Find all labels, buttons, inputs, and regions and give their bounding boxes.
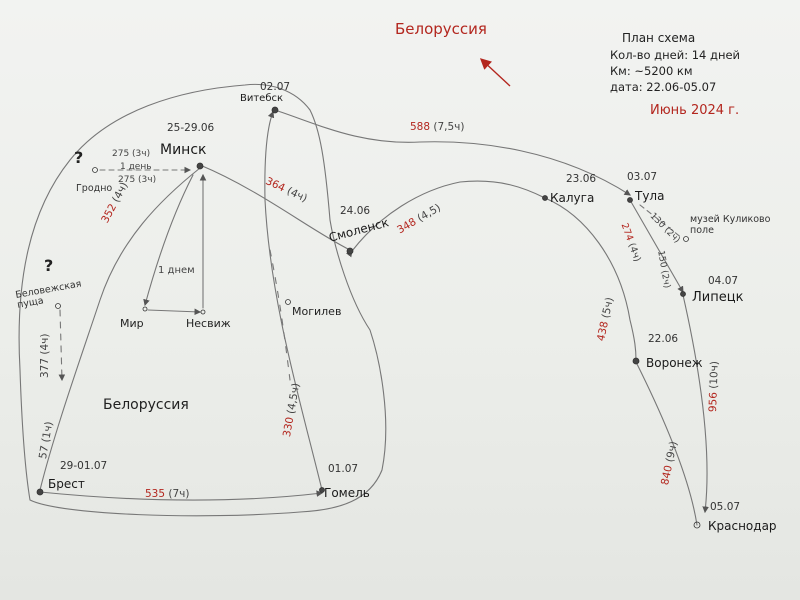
- gomel-date: 01.07: [328, 463, 359, 475]
- voronezh-label: Воронеж: [646, 356, 703, 370]
- nesvizh-marker: [200, 309, 206, 315]
- museum-label: музей Куликово поле: [690, 214, 771, 236]
- route-kaluga-voronezh: [544, 197, 637, 361]
- brest-label: Брест: [48, 477, 85, 491]
- voronezh-marker: [632, 357, 640, 365]
- route-minsk-smolensk: [199, 164, 351, 251]
- grodno-label: Гродно: [76, 183, 113, 194]
- plan-days: Кол-во дней: 14 дней: [610, 48, 741, 62]
- gomel-marker: [319, 487, 325, 493]
- brest-marker: [36, 488, 44, 496]
- minsk-marker: [196, 162, 204, 170]
- kaluga-marker: [542, 195, 548, 201]
- lipetsk-label: Липецк: [692, 290, 744, 305]
- brest-date: 29-01.07: [60, 460, 108, 472]
- north-arrow: [479, 58, 511, 87]
- route-vitebsk-tula: [274, 109, 631, 196]
- plan-month: Июнь 2024 г.: [650, 103, 740, 118]
- belarus-border: [18, 83, 387, 517]
- route-lipetsk-krasnodar: [682, 294, 709, 514]
- gomel-label: Гомель: [324, 486, 370, 500]
- leg-grodno-back: 275 (3ч): [118, 175, 157, 185]
- smolensk-date: 24.06: [340, 205, 371, 217]
- route-tula-lipetsk: [629, 199, 684, 293]
- grodno-question: ?: [74, 148, 84, 167]
- minsk-date: 25-29.06: [167, 122, 215, 134]
- route-smolensk-kaluga: [346, 180, 546, 258]
- route-tula-museum: [639, 204, 683, 239]
- kaluga-date: 23.06: [566, 173, 597, 185]
- plan-dates: дата: 22.06-05.07: [610, 80, 717, 94]
- route-mogilev-dashed: [269, 249, 291, 381]
- leg-grodno-minsk: 275 (3ч): [112, 149, 151, 159]
- lipetsk-date: 04.07: [708, 275, 739, 287]
- voronezh-date: 22.06: [648, 333, 679, 345]
- leg-grodno-note: 1 день: [120, 162, 152, 172]
- map-title: Белоруссия: [395, 20, 487, 38]
- nesvizh-label: Несвиж: [186, 317, 231, 330]
- lipetsk-marker: [680, 291, 686, 297]
- grodno-marker: [92, 167, 98, 173]
- kaluga-label: Калуга: [550, 191, 595, 205]
- tula-date: 03.07: [627, 171, 658, 183]
- mir-label: Мир: [120, 317, 144, 330]
- country-label: Белоруссия: [103, 397, 189, 413]
- tula-marker: [627, 197, 633, 203]
- mogilev-label: Могилев: [292, 305, 342, 318]
- tula-label: Тула: [635, 189, 665, 203]
- route-minsk-brest: [39, 167, 201, 491]
- leg-brest-gomel: 535 (7ч): [145, 488, 190, 500]
- belovezh-question: ?: [44, 256, 54, 275]
- route-voronezh-krasnodar: [635, 361, 698, 526]
- mir-marker: [142, 306, 148, 312]
- route-mir-nesvizh: [147, 308, 202, 316]
- route-brest-gomel: [39, 490, 324, 501]
- route-minsk-mir: [143, 174, 194, 307]
- route-gomel-vitebsk: [264, 110, 323, 491]
- vitebsk-marker: [271, 106, 279, 114]
- museum-marker: [683, 236, 689, 242]
- leg-minsk-day: 1 днем: [158, 265, 195, 276]
- krasnodar-date: 05.07: [710, 501, 741, 513]
- route-belovezh-brest: [58, 309, 66, 382]
- smolensk-marker: [346, 247, 354, 255]
- plan-km: Км: ~5200 км: [610, 64, 693, 78]
- belovezh-marker: [55, 303, 61, 309]
- krasnodar-label: Краснодар: [708, 519, 777, 533]
- plan-heading: План схема: [622, 31, 696, 45]
- leg-vitebsk-tula: 588 (7,5ч): [410, 121, 465, 133]
- minsk-label: Минск: [160, 142, 207, 158]
- krasnodar-marker: [693, 521, 701, 529]
- leg-belovezh-brest: 377 (4ч): [39, 333, 51, 378]
- mogilev-marker: [285, 299, 291, 305]
- vitebsk-label: Витебск: [240, 93, 284, 104]
- vitebsk-date: 02.07: [260, 81, 291, 93]
- leg-lipetsk-krasnodar: 956 (10ч): [707, 360, 721, 413]
